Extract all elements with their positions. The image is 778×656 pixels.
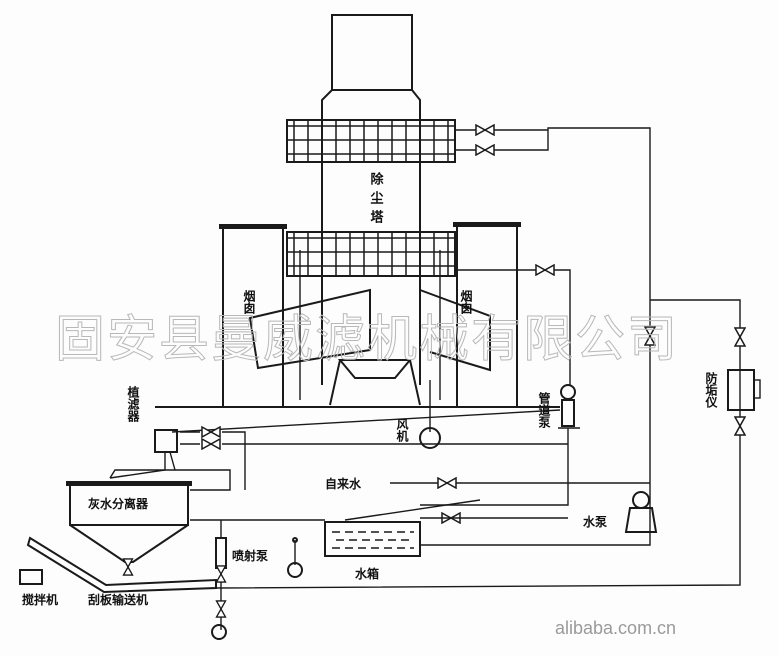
ash-water-separator xyxy=(66,469,231,563)
dust-tower xyxy=(286,14,456,406)
valve-antiscale-2[interactable] xyxy=(734,416,746,436)
label-separator: 灰水分离器 xyxy=(88,496,149,511)
label-scraper-conveyor: 刮板输送机 xyxy=(88,592,148,607)
filter-box xyxy=(154,429,178,453)
valve-jet-2[interactable] xyxy=(215,600,227,618)
valve-jet-1[interactable] xyxy=(215,565,227,583)
label-fan: 风机 xyxy=(395,418,409,443)
valve-antiscale-1[interactable] xyxy=(734,327,746,347)
pipe-pump xyxy=(420,384,580,506)
label-water-pump: 水泵 xyxy=(583,514,607,529)
company-watermark: 固安县曼威滤机械有限公司 xyxy=(55,310,679,368)
valve-separator-2[interactable] xyxy=(201,438,221,450)
deflector-right xyxy=(419,289,491,372)
fan xyxy=(419,380,441,449)
scraper-conveyor xyxy=(26,536,217,594)
label-mixer: 搅拌机 xyxy=(22,592,58,607)
label-anti-scale: 防垢仪 xyxy=(704,371,718,409)
valve-separator-bottom[interactable] xyxy=(122,558,134,576)
label-chimney-left: 烟囱 xyxy=(242,290,256,315)
valve-separator-1[interactable] xyxy=(201,426,221,438)
label-jet-pump: 喷射泵 xyxy=(232,548,268,563)
water-tank xyxy=(190,519,651,557)
valve-mid[interactable] xyxy=(535,264,555,276)
label-pipe-pump: 管道泵 xyxy=(537,391,551,429)
chimney-right xyxy=(453,222,521,407)
valve-tap-water[interactable] xyxy=(437,477,457,489)
valve-top-2[interactable] xyxy=(475,144,495,156)
deflector-left xyxy=(248,288,371,370)
label-chimney-right: 烟囱 xyxy=(459,290,473,315)
anti-scale-device xyxy=(727,369,755,411)
label-water-tank: 水箱 xyxy=(355,566,379,581)
site-watermark: alibaba.com.cn xyxy=(555,618,676,638)
label-filter: 植滤器 xyxy=(126,385,140,423)
label-tap-water: 自来水 xyxy=(325,476,362,491)
valve-top-1[interactable] xyxy=(475,124,495,136)
water-pump xyxy=(624,491,658,533)
label-tower: 除尘塔 xyxy=(368,171,384,229)
chimney-left xyxy=(219,224,287,407)
mixer xyxy=(19,569,43,585)
jet-pump xyxy=(211,520,303,640)
